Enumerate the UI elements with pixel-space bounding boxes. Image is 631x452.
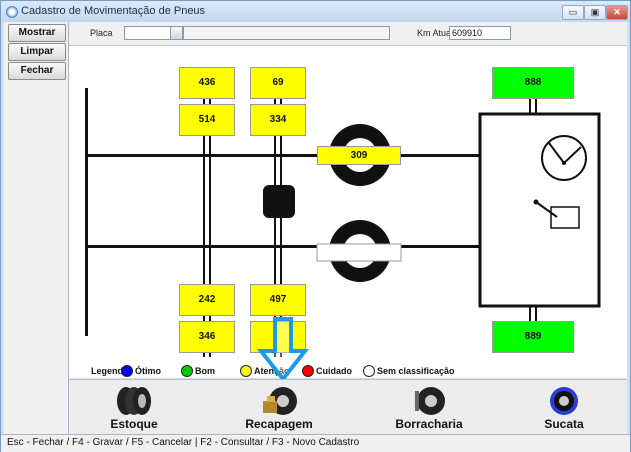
fechar-button[interactable]: Fechar	[8, 62, 66, 80]
legend-dot-otimo	[121, 365, 133, 377]
tire-spare-top[interactable]: 309	[317, 146, 401, 165]
close-button[interactable]: ✕	[606, 5, 628, 20]
placa-label: Placa	[90, 28, 113, 38]
retread-tire-icon	[263, 387, 297, 415]
tire-axle1-top-outer[interactable]: 436	[179, 67, 235, 99]
app-icon	[6, 6, 18, 18]
minimize-button[interactable]: ▭	[562, 5, 584, 20]
legend-label-otimo: Ótimo	[135, 366, 161, 376]
chassis-drawing	[85, 88, 601, 357]
legend-dot-bom	[181, 365, 193, 377]
tire-front-top[interactable]: 888	[492, 67, 574, 99]
legend-label-sem-classificacao: Sem classificação	[377, 366, 455, 376]
km-label: Km Atual	[417, 28, 454, 38]
legend-label-atencao: Atenção	[254, 366, 290, 376]
legend-dot-sem-classificacao	[363, 365, 375, 377]
tire-axle2-bottom-inner[interactable]: 497	[250, 284, 306, 316]
placa-description-field	[183, 26, 390, 40]
placa-lookup-button[interactable]	[170, 26, 183, 40]
sidebar: Mostrar Limpar Fechar	[4, 22, 69, 434]
km-input[interactable]: 609910	[449, 26, 511, 40]
mostrar-button[interactable]: Mostrar	[8, 24, 66, 42]
window-title: Cadastro de Movimentação de Pneus	[21, 5, 206, 17]
estoque-button[interactable]: Estoque	[99, 380, 169, 434]
tire-axle1-bottom-inner[interactable]: 242	[179, 284, 235, 316]
tire-axle1-bottom-outer[interactable]: 346	[179, 321, 235, 353]
legend-dot-cuidado	[302, 365, 314, 377]
tires-stack-icon	[117, 387, 151, 415]
recapagem-label: Recapagem	[245, 417, 313, 431]
placa-input[interactable]	[124, 26, 171, 40]
estoque-label: Estoque	[110, 417, 158, 431]
scrap-tire-icon	[550, 387, 578, 415]
down-arrow-icon	[256, 317, 310, 383]
sucata-label: Sucata	[544, 417, 584, 431]
maximize-button[interactable]: ▣	[584, 5, 606, 20]
tire-axle2-top-inner[interactable]: 334	[250, 104, 306, 136]
borracharia-label: Borracharia	[395, 417, 463, 431]
title-bar: Cadastro de Movimentação de Pneus ▭ ▣ ✕	[1, 1, 630, 22]
legend-dot-atencao	[240, 365, 252, 377]
recapagem-button[interactable]: Recapagem	[239, 380, 319, 434]
tire-repair-icon	[415, 387, 445, 415]
status-text: Esc - Fechar / F4 - Gravar / F5 - Cancel…	[7, 437, 360, 448]
toolbar: Placa Km Atual 609910	[69, 22, 627, 46]
tire-axle1-top-inner[interactable]: 514	[179, 104, 235, 136]
action-bar: Estoque Recapagem Borracharia	[69, 379, 627, 435]
tire-front-bottom[interactable]: 889	[492, 321, 574, 353]
status-bar: Esc - Fechar / F4 - Gravar / F5 - Cancel…	[1, 434, 630, 452]
tire-axle2-bottom-outer[interactable]	[250, 321, 306, 353]
legend-title: Legenda:	[91, 366, 132, 376]
sucata-button[interactable]: Sucata	[529, 380, 599, 434]
limpar-button[interactable]: Limpar	[8, 43, 66, 61]
borracharia-button[interactable]: Borracharia	[384, 380, 474, 434]
legend-label-bom: Bom	[195, 366, 215, 376]
tire-axle2-top-outer[interactable]: 69	[250, 67, 306, 99]
legend-label-cuidado: Cuidado	[316, 366, 352, 376]
truck-diagram: 436 514 69 334 242 346 497 309 888 889 L…	[69, 46, 627, 383]
